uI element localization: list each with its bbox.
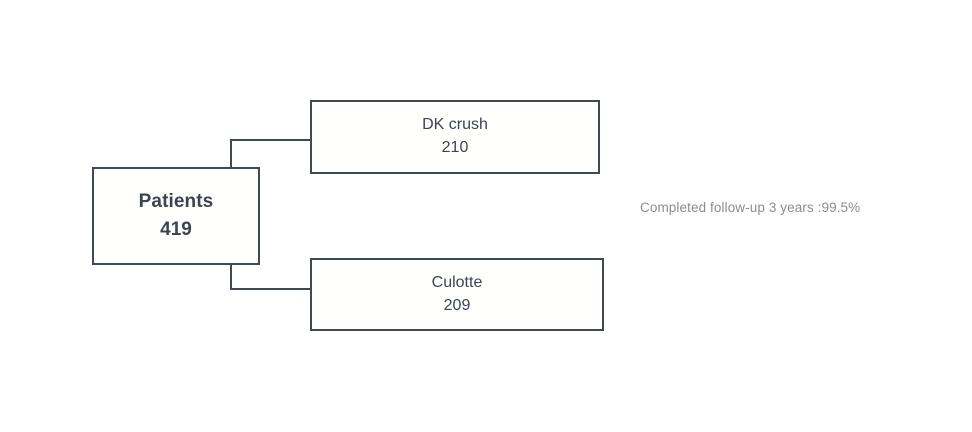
flow-box-culotte-label: Culotte: [431, 273, 483, 291]
flow-box-dk-crush: DK crush 210: [310, 100, 600, 174]
flow-box-patients-value: 419: [160, 218, 192, 240]
connector-root-to-culotte-horizontal: [230, 288, 312, 290]
flow-box-dk-crush-value: 210: [441, 139, 469, 156]
flow-box-dk-crush-label: DK crush: [422, 116, 488, 134]
connector-root-to-dk-crush-horizontal: [230, 139, 312, 141]
flow-box-patients-label: Patients: [138, 190, 214, 212]
flow-box-culotte: Culotte 209: [310, 258, 604, 331]
annotation-completed-followup: Completed follow-up 3 years :99.5%: [640, 200, 861, 215]
connector-root-to-culotte-vertical: [230, 263, 232, 290]
connector-root-to-dk-crush-vertical: [230, 139, 232, 169]
flow-box-culotte-value: 209: [443, 296, 471, 314]
flow-box-patients: Patients 419: [92, 167, 260, 265]
